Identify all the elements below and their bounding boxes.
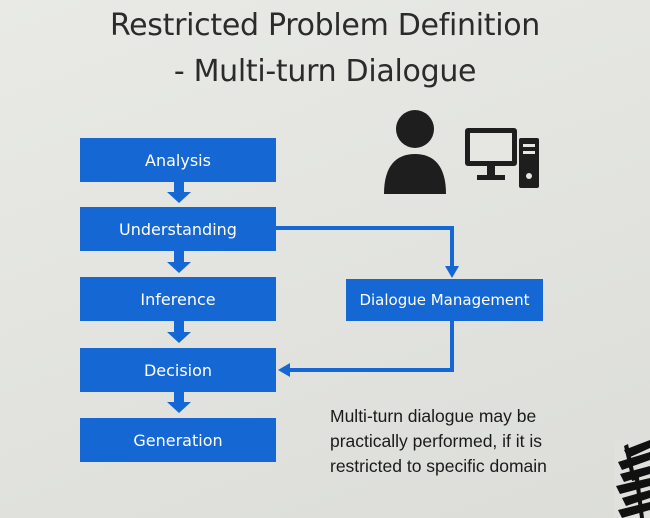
understanding-label: Understanding [119,219,237,239]
arrowhead-into-decision [278,363,290,377]
arrowhead-into-dm [445,266,459,278]
computer-icon [465,128,539,188]
understanding-box: Understanding [80,207,276,251]
arrow-decision-to-generation [167,392,191,413]
connector-dm-to-decision [288,321,454,372]
note-line-2: practically performed, if it is [330,431,543,451]
dialogue-management-box: Dialogue Management [346,279,543,321]
decision-label: Decision [143,360,213,380]
connector-understanding-to-dm [276,226,454,268]
inference-box: Inference [80,277,276,321]
dialogue-management-label: Dialogue Management [359,291,530,309]
arrow-inference-to-decision [167,321,191,343]
title-line-2: - Multi-turn Dialogue [173,54,477,89]
analysis-box: Analysis [80,138,276,182]
decision-box: Decision [80,348,276,392]
generation-label: Generation [133,430,223,450]
generation-box: Generation [80,418,276,462]
arrow-understanding-to-inference [167,251,191,273]
down-arrows [167,182,191,413]
title-line-1: Restricted Problem Definition [109,8,541,43]
note-text: Multi-turn dialogue may be practically p… [330,404,630,479]
person-icon [384,110,446,194]
corner-decoration [614,440,650,518]
note-line-1: Multi-turn dialogue may be [330,406,537,426]
arrow-analysis-to-understanding [167,182,191,203]
analysis-label: Analysis [145,150,211,170]
inference-label: Inference [140,289,216,309]
note-line-3: restricted to specific domain [330,456,547,476]
